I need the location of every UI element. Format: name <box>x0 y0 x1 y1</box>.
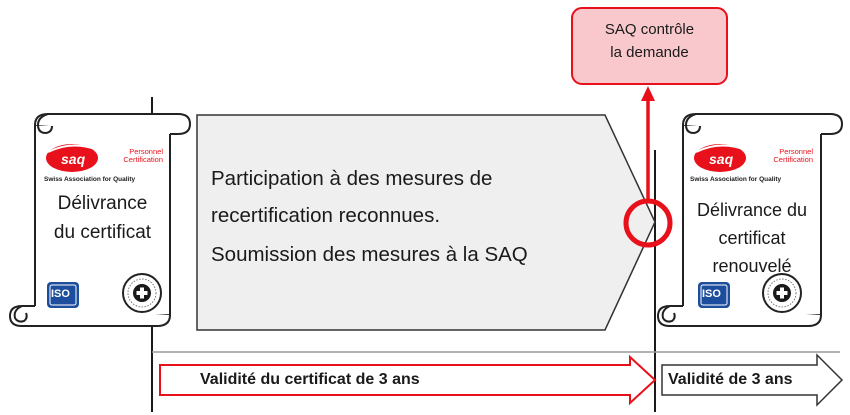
callout-line-2: la demande <box>610 44 689 61</box>
right-saq-logo-mark <box>694 144 747 172</box>
process-text: Participation à des mesures de recertifi… <box>211 160 492 234</box>
left-iso-badge <box>47 282 79 308</box>
validity-next-label: Validité de 3 ans <box>668 371 793 388</box>
process-line-1: Participation à des mesures de <box>211 167 493 190</box>
validity-arrow-next <box>661 353 844 407</box>
right-logo-subtitle: Swiss Association for Quality <box>690 176 782 183</box>
right-logo-org: Personnel Certification <box>751 148 813 164</box>
right-certificate-title: Délivrance du certificat renouvelé <box>683 196 821 280</box>
right-logo-org-line-1: Personnel <box>779 147 813 156</box>
validity-current-label: Validité du certificat de 3 ans <box>200 371 420 388</box>
right-logo-brand: saq <box>709 151 734 167</box>
left-logo-org-line-2: Certification <box>123 155 163 164</box>
control-arrow-head <box>641 86 655 101</box>
left-logo-org-line-1: Personnel <box>129 147 163 156</box>
process-arrow-shape <box>196 114 656 331</box>
left-certificate-title-line-1: Délivrance <box>57 193 148 214</box>
left-swiss-seal-badge <box>122 273 162 313</box>
right-swiss-seal-badge <box>762 273 802 313</box>
right-logo-org-line-2: Certification <box>773 155 813 164</box>
right-iso-label: ISO <box>702 288 721 300</box>
left-certificate-title-line-2: du certificat <box>53 222 152 243</box>
right-certificate-title-line-1: Délivrance du <box>696 200 808 220</box>
left-saq-logo-mark <box>46 144 99 172</box>
callout-box <box>571 7 728 85</box>
validity-arrow-current <box>159 354 657 406</box>
callout-text: SAQ contrôle la demande <box>572 18 727 64</box>
right-iso-badge <box>698 282 730 308</box>
left-logo-brand: saq <box>61 151 86 167</box>
right-certificate-title-line-2: certificat <box>718 228 786 248</box>
left-iso-label: ISO <box>51 288 70 300</box>
left-logo-subtitle: Swiss Association for Quality <box>44 176 136 183</box>
process-line-3: Soumission des mesures à la SAQ <box>211 243 528 266</box>
process-line-2: recertification reconnues. <box>211 204 441 227</box>
left-certificate-title: Délivrance du certificat <box>35 189 170 247</box>
left-logo-org: Personnel Certification <box>101 148 163 164</box>
right-certificate-title-line-3: renouvelé <box>712 256 792 276</box>
callout-line-1: SAQ contrôle <box>604 21 695 38</box>
